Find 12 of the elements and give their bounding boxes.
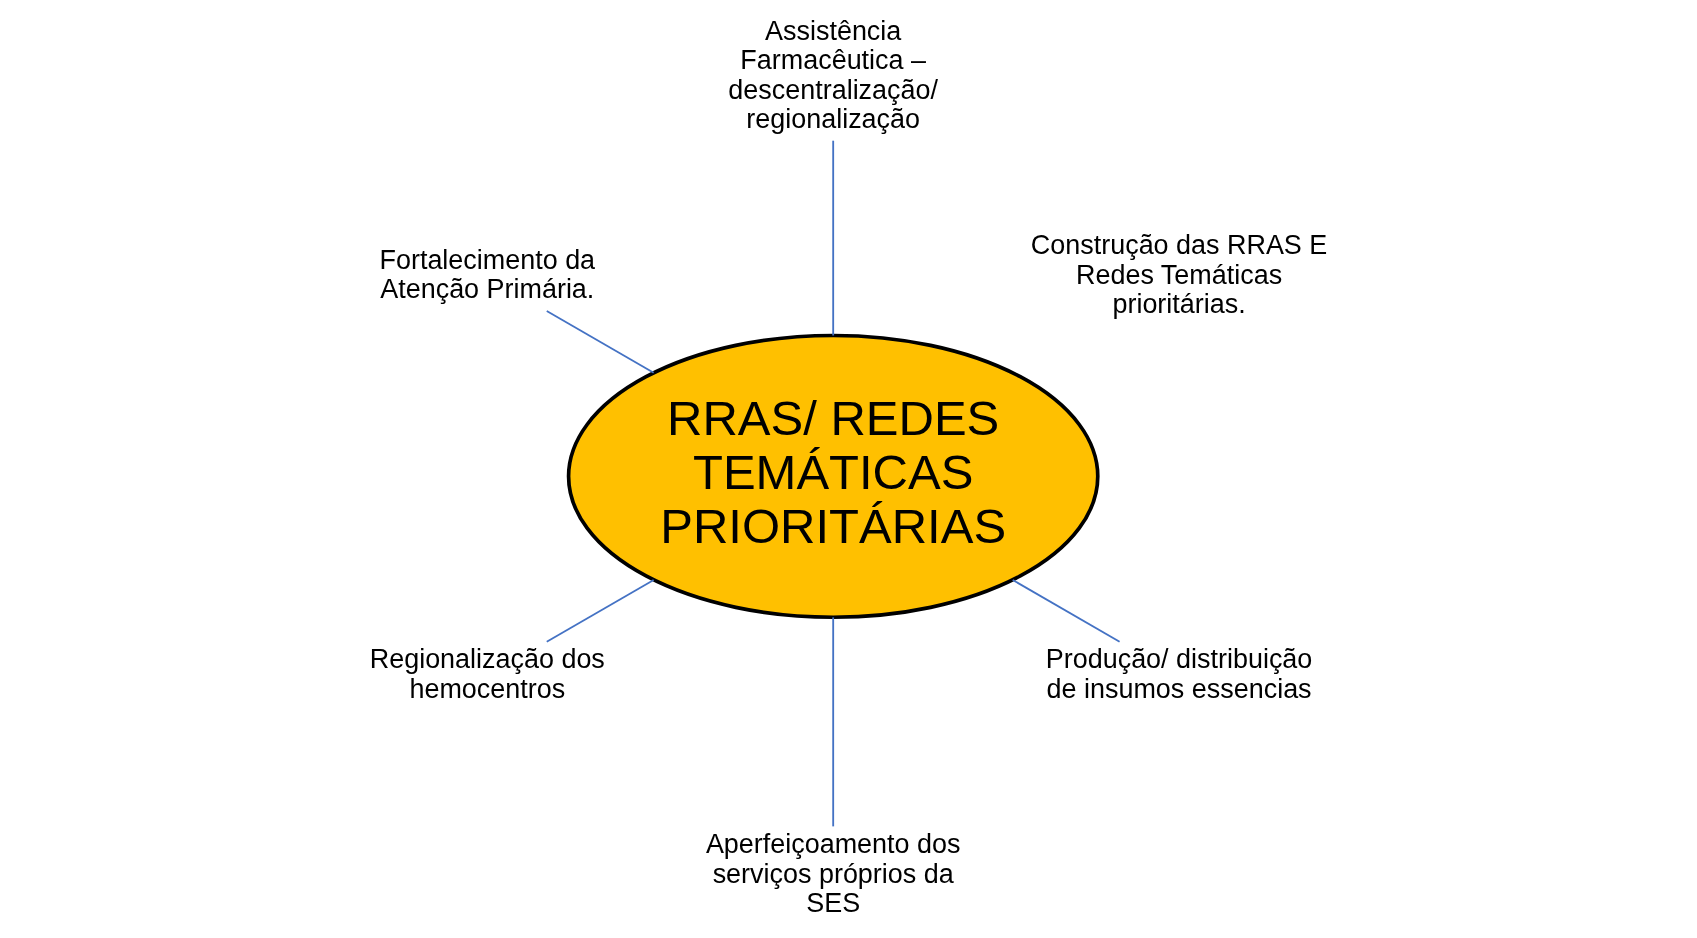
node-ellipse: RRAS/ REDES TEMÁTICAS PRIORITÁRIAS — [566, 333, 1100, 620]
label: Construção das RRAS E Redes Temáticas prioritárias. — [1030, 230, 1328, 319]
node-text: Produção/ distribuição de insumos essencias — [1045, 644, 1313, 704]
connector — [545, 579, 655, 643]
connector — [832, 139, 835, 337]
node-text: Fortalecimento da Atenção Primária. — [379, 244, 596, 305]
node-text: Aperfeiçoamento dos serviços próprios da SES — [705, 829, 961, 919]
node-text: Assistência Farmacêutica – descentralização/ regionalização — [728, 15, 938, 134]
connector — [1011, 579, 1121, 643]
connector — [832, 616, 835, 828]
connector — [545, 310, 655, 374]
node-text: Regionalização dos hemocentros — [369, 644, 605, 704]
